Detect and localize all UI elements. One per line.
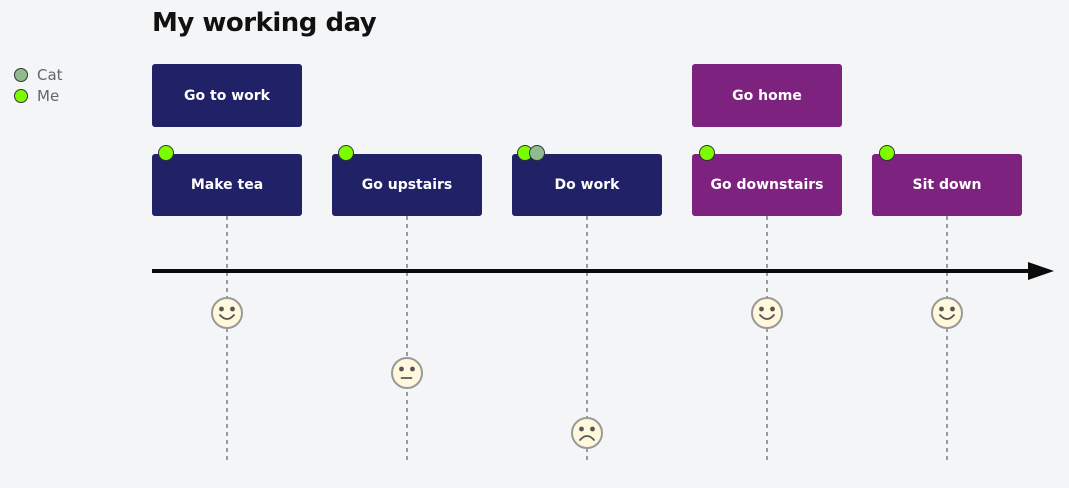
cat-actor-swatch-icon <box>14 67 28 82</box>
task-box-go-downstairs: Go downstairs <box>692 154 842 216</box>
me-actor-swatch-icon <box>14 88 28 103</box>
task-label: Make tea <box>190 177 264 193</box>
cat-actor-dot <box>529 145 545 161</box>
guide-line <box>586 216 588 462</box>
timeline-axis <box>152 269 1030 273</box>
diagram-title: My working day <box>152 8 377 38</box>
legend-label-me: Me <box>37 86 60 105</box>
sad-face-icon <box>571 417 603 449</box>
task-box-make-tea: Make tea <box>152 154 302 216</box>
section-label: Go home <box>732 87 802 104</box>
me-actor-dot <box>699 145 715 161</box>
legend-item-me: Me <box>14 85 63 106</box>
me-actor-dot <box>879 145 895 161</box>
guide-line <box>766 216 768 462</box>
neutral-face-icon <box>391 357 423 389</box>
happy-face-icon <box>751 297 783 329</box>
task-box-sit-down: Sit down <box>872 154 1022 216</box>
me-actor-dot <box>158 145 174 161</box>
task-label: Do work <box>554 177 620 193</box>
guide-line <box>226 216 228 462</box>
happy-face-icon <box>931 297 963 329</box>
me-actor-dot <box>338 145 354 161</box>
happy-face-icon <box>211 297 243 329</box>
legend: Cat Me <box>14 64 63 106</box>
task-box-go-upstairs: Go upstairs <box>332 154 482 216</box>
guide-line <box>406 216 408 462</box>
guide-line <box>946 216 948 462</box>
timeline-arrowhead-icon <box>1028 262 1054 280</box>
task-label: Go downstairs <box>710 177 824 193</box>
legend-item-cat: Cat <box>14 64 63 85</box>
section-box-go-to-work: Go to work <box>152 64 302 127</box>
legend-label-cat: Cat <box>37 65 63 84</box>
section-box-go-home: Go home <box>692 64 842 127</box>
task-box-do-work: Do work <box>512 154 662 216</box>
section-label: Go to work <box>184 87 270 104</box>
task-label: Go upstairs <box>361 177 453 193</box>
task-label: Sit down <box>912 177 982 193</box>
